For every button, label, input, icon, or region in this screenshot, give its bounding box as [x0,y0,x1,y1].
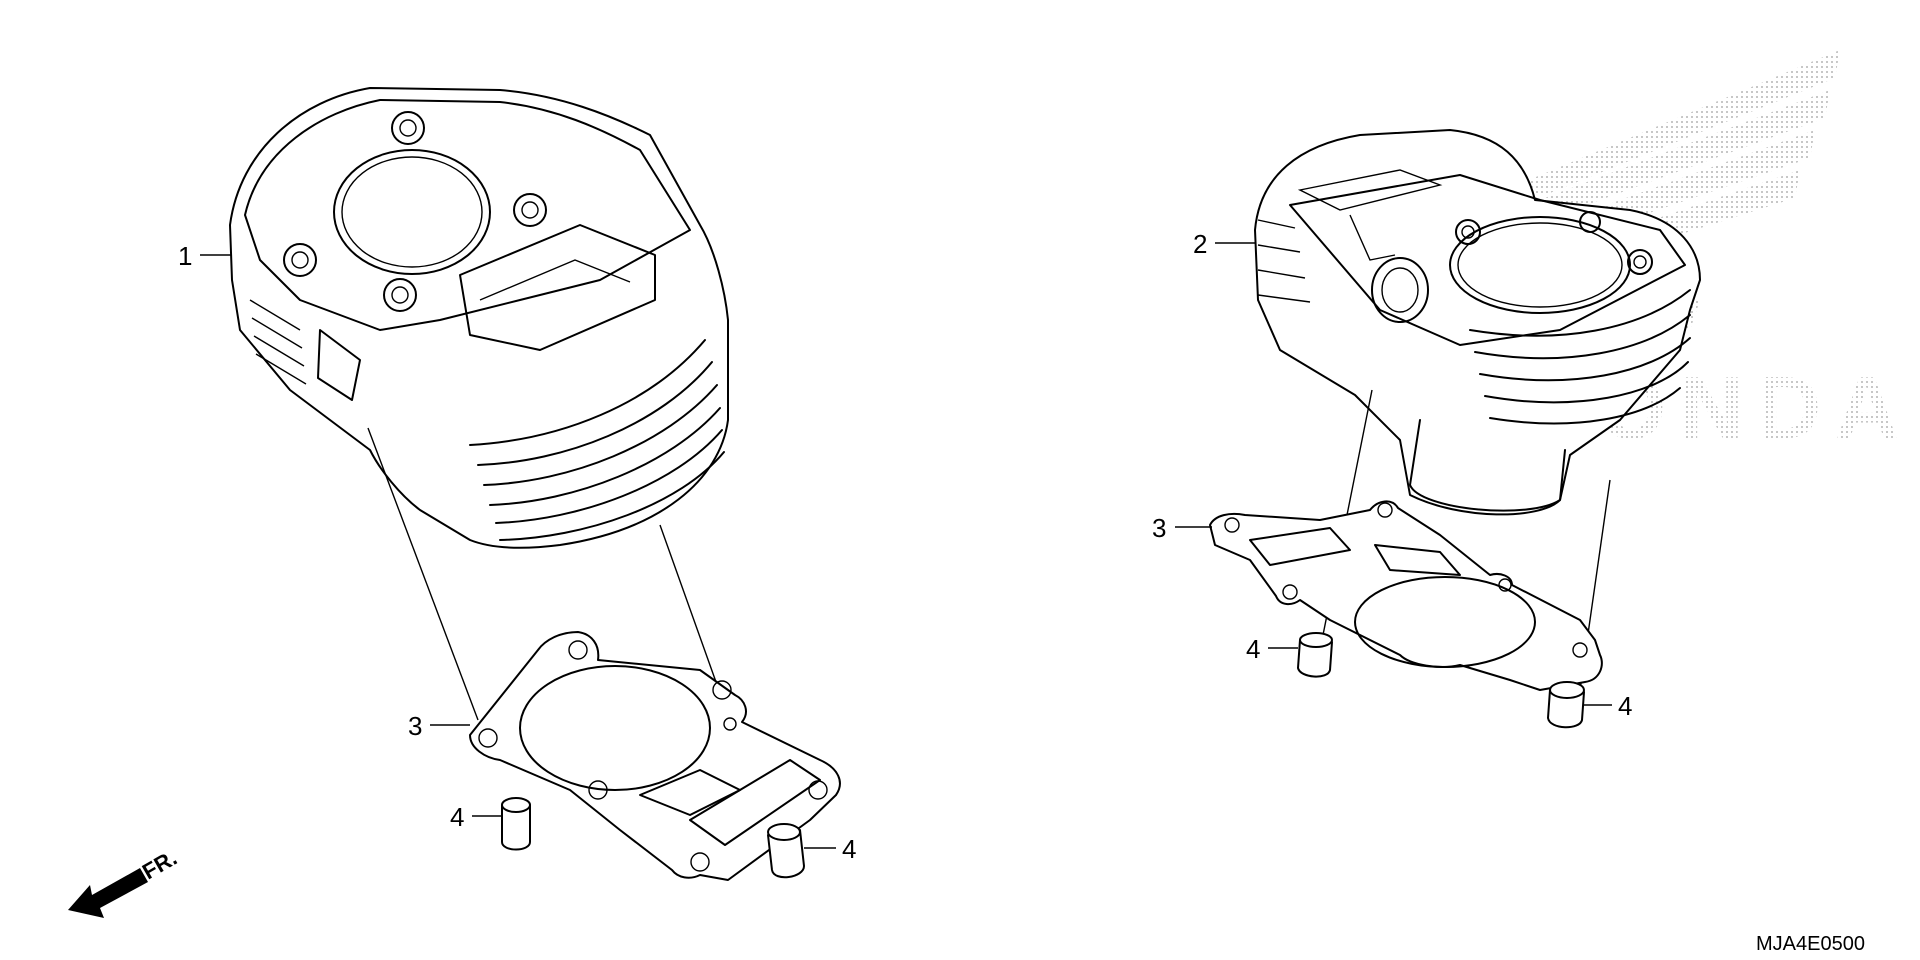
left-alignment-line-a [367,427,479,721]
diagram-code: MJA4E0500 [1756,933,1865,955]
callout-left-gasket: 3 [408,711,422,741]
right-cylinder [1254,129,1701,516]
callout-left-cylinder: 1 [178,241,192,271]
front-direction-indicator: FR. [68,845,181,918]
front-arrow-icon [68,868,148,918]
callout-left-dowel-a: 4 [450,802,464,832]
callout-right-gasket: 3 [1152,513,1166,543]
callout-right-cylinder: 2 [1193,229,1207,259]
right-base-gasket [1209,500,1603,691]
left-dowel-pin-b [767,823,805,879]
callout-left-dowel-b: 4 [842,834,856,864]
left-cylinder [229,87,729,549]
left-dowel-pin-a [501,797,531,851]
callout-right-dowel-b: 4 [1618,691,1632,721]
left-alignment-line-b [659,524,717,683]
callout-right-dowel-a: 4 [1246,634,1260,664]
right-dowel-pin-b [1547,681,1585,729]
left-base-gasket [469,631,841,881]
right-dowel-pin-a [1297,632,1333,678]
